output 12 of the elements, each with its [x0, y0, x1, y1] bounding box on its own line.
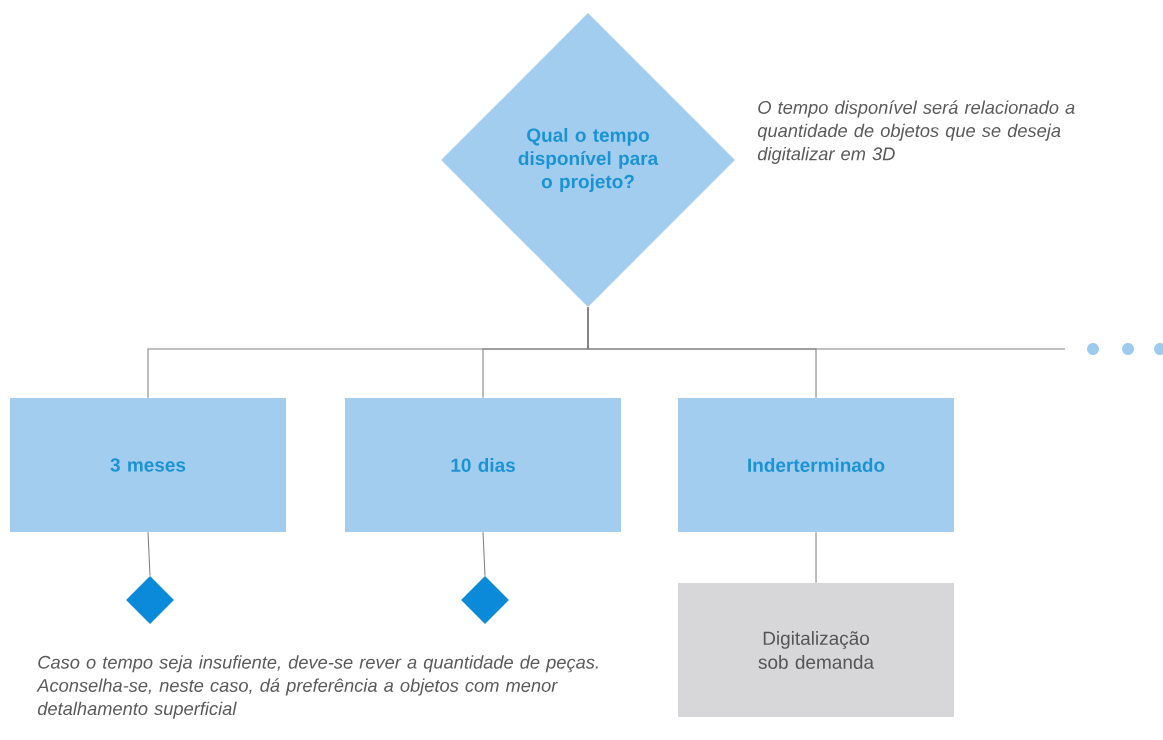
- option-box: 3 meses: [10, 398, 286, 532]
- option-box: 10 dias: [345, 398, 621, 532]
- marker-diamond: [461, 576, 509, 624]
- result-box: Digitalização sob demanda: [678, 583, 954, 717]
- connector-line: [147, 531, 151, 577]
- connector-line: [587, 306, 1066, 350]
- marker-diamond: [126, 576, 174, 624]
- option-box: Inderterminado: [678, 398, 954, 532]
- note-text: O tempo disponível será relacionado a quantidade de objetos que se deseja digitalizar em 3D: [757, 100, 1075, 164]
- note-text: Caso o tempo seja insufiente, deve-se rever a quantidade de peças. Aconselha-se, neste caso, dá preferência a objetos com menor detalhamento superficial: [36, 655, 598, 719]
- connector-line: [482, 531, 486, 577]
- connector-line: [815, 531, 817, 584]
